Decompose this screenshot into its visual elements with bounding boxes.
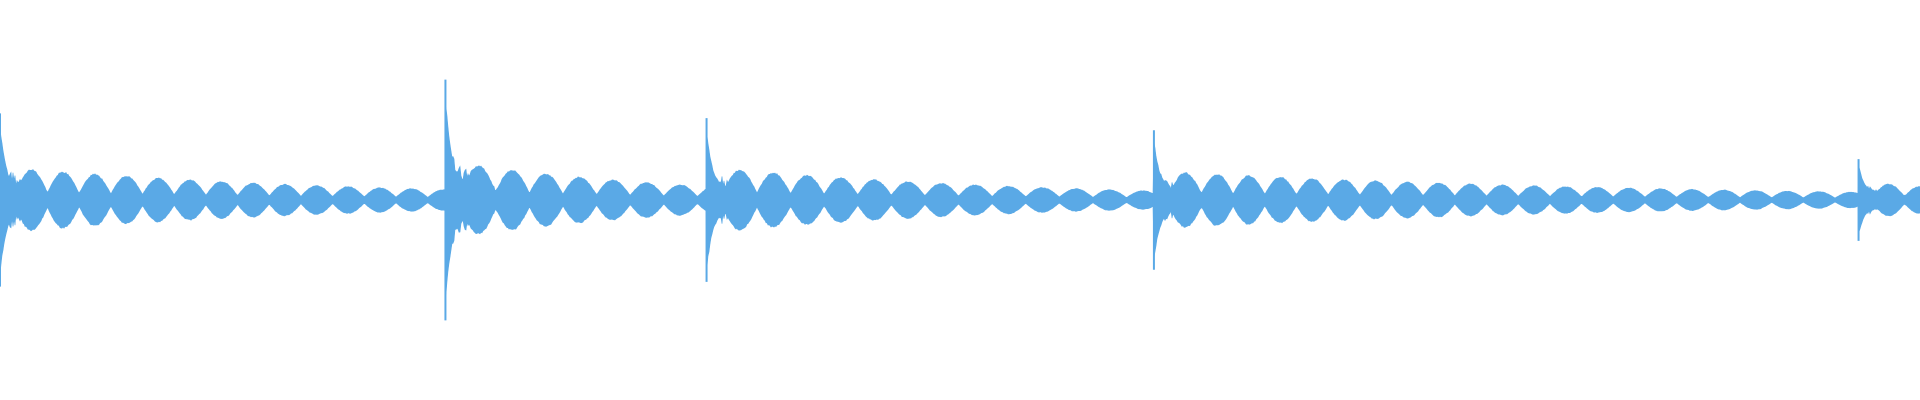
waveform-envelope xyxy=(0,107,1920,295)
